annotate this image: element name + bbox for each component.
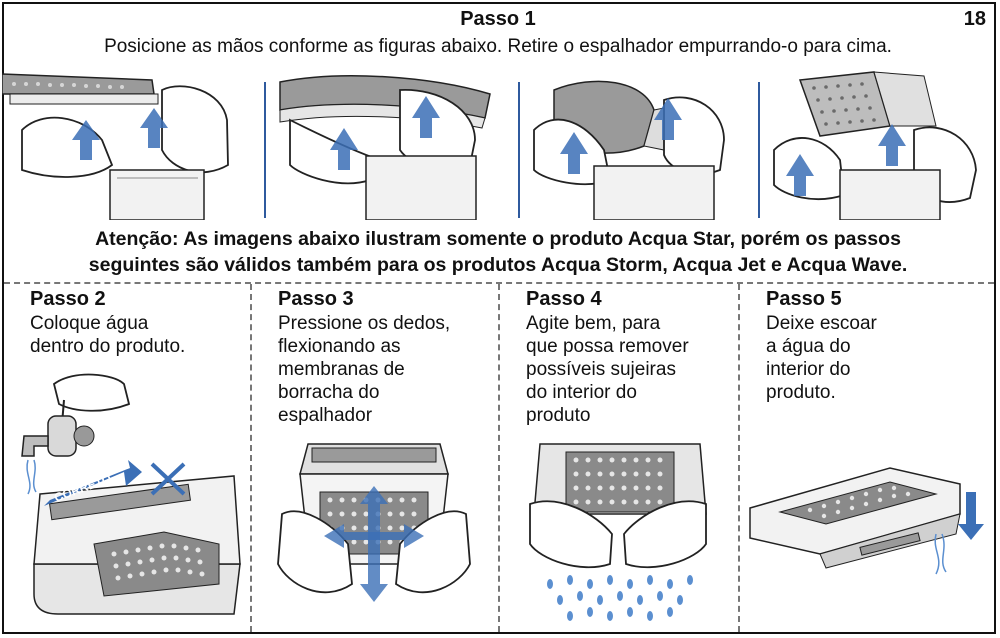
step-5-title: Passo 5	[766, 288, 842, 310]
step-4-text: Agite bem, para que possa remover possív…	[526, 313, 689, 426]
step-2-panel: Passo 2 Coloque água dentro do produto. …	[4, 284, 248, 634]
separator	[518, 82, 520, 218]
step-2-title: Passo 2	[30, 288, 106, 310]
separator	[264, 82, 266, 218]
section-divider	[4, 282, 994, 284]
step-4-title: Passo 4	[526, 288, 602, 310]
step-5-panel: Passo 5 Deixe escoar a água do interior …	[740, 284, 994, 634]
attention-line-2: seguintes são válidos também para os pro…	[88, 254, 908, 276]
page-number: 18	[963, 8, 986, 30]
step-1-panel-2-illustration	[279, 75, 491, 220]
step-1-panel-1-illustration	[2, 73, 229, 220]
step-2-illustration: CORRETO	[21, 373, 241, 615]
step-1-instruction: Posicione as mãos conforme as figuras ab…	[104, 36, 892, 57]
separator	[498, 284, 500, 632]
attention-note: Atenção: As imagens abaixo ilustram some…	[0, 226, 996, 278]
step-1-panel-3-illustration	[533, 80, 725, 220]
step-3-panel: Passo 3 Pressione os dedos, flexionando …	[252, 284, 496, 634]
step-3-illustration	[277, 443, 471, 602]
step-1-title: Passo 1	[460, 8, 536, 30]
step-3-title: Passo 3	[278, 288, 354, 310]
step-5-illustration	[749, 467, 984, 575]
step-2-text: Coloque água dentro do produto.	[30, 313, 186, 357]
step-1-panel-4-illustration	[773, 71, 977, 220]
separator	[758, 82, 760, 218]
step-5-text: Deixe escoar a água do interior do produ…	[766, 313, 877, 403]
step-1-illustrations	[2, 70, 994, 220]
step-4-panel: Passo 4 Agite bem, para que possa remove…	[500, 284, 736, 634]
attention-line-1: Atenção: As imagens abaixo ilustram some…	[95, 228, 901, 250]
separator	[250, 284, 252, 632]
separator	[738, 284, 740, 632]
step-4-illustration	[529, 443, 707, 621]
step-3-text: Pressione os dedos, flexionando as membr…	[278, 313, 451, 426]
